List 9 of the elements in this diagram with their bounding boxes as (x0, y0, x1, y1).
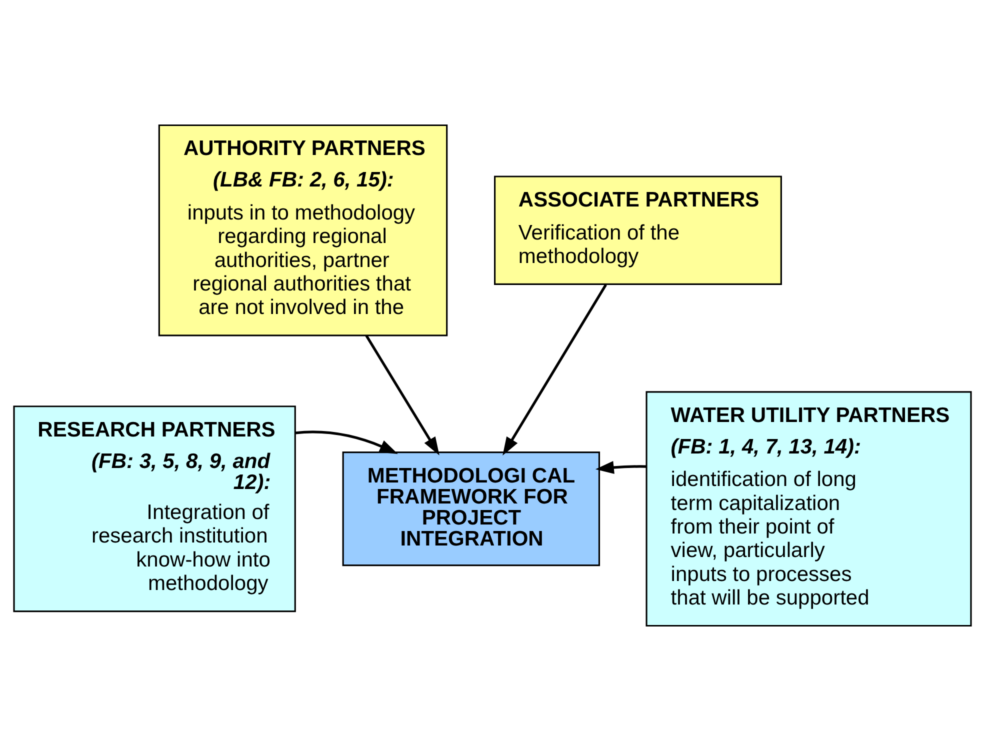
node-box: ASSOCIATE PARTNERS Verification of the methodology (494, 175, 782, 284)
arrow (295, 430, 398, 454)
node-box: RESEARCH PARTNERS (FB: 3, 5, 8, 9, and 12): Integration of research institution know-how into methodology (13, 405, 296, 612)
arrow (365, 334, 440, 455)
node-box: AUTHORITY PARTNERS (LB& FB: 2, 6, 15): inputs in to methodology regarding regional authorities, partner regional authorities that are not involved in the (158, 124, 448, 336)
node-box: METHODOLOGI CAL FRAMEWORK FOR PROJECT INTEGRATION (342, 451, 600, 566)
arrow (502, 284, 607, 456)
arrow (595, 460, 646, 474)
node-box: WATER UTILITY PARTNERS (FB: 1, 4, 7, 13, 14): identification of long term capitalization from their point of view, particularly inputs to processes that will be supported (646, 390, 972, 626)
